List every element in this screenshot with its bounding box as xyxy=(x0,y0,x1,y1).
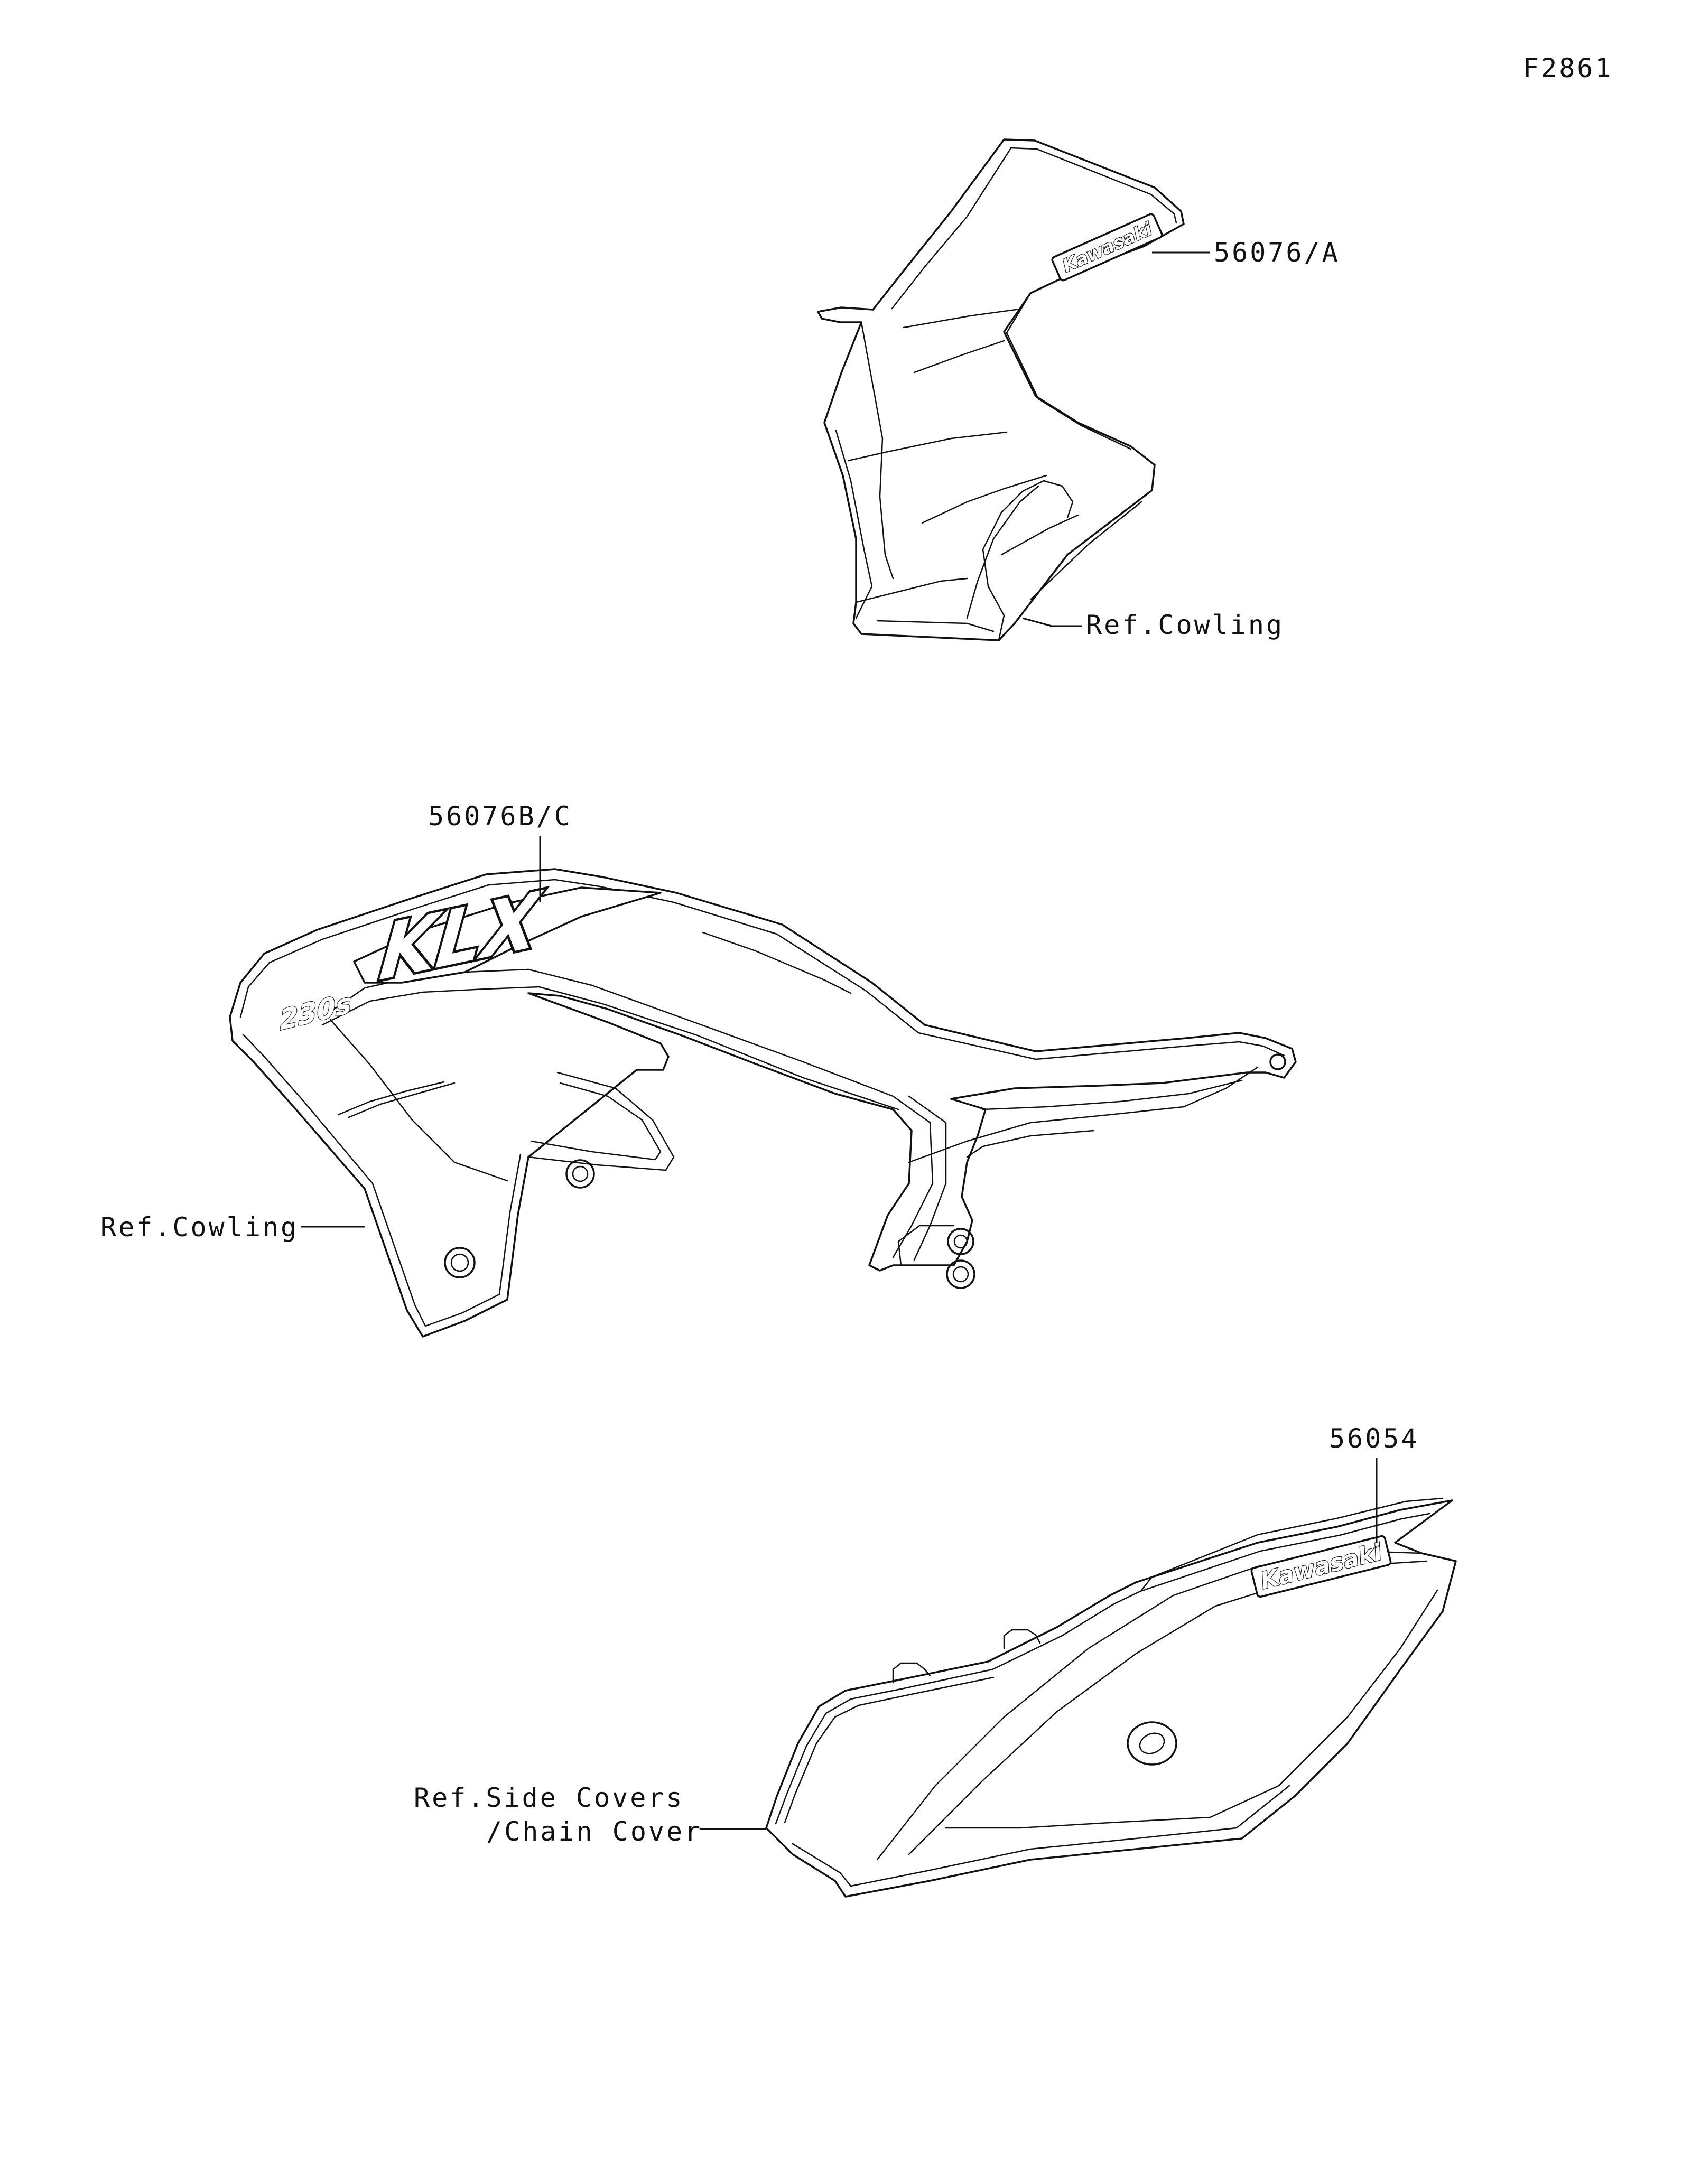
mounting-hole-1 xyxy=(565,1159,595,1189)
klx-decal: KLX 230s xyxy=(278,872,662,1038)
callout-56054: 56054 xyxy=(1329,1423,1419,1454)
kawasaki-logo-lower: Kawasaki xyxy=(1258,1538,1385,1594)
callout-56076a: 56076/A xyxy=(1214,237,1340,268)
side-cover-hole xyxy=(1127,1721,1177,1766)
mounting-hole-3 xyxy=(947,1228,974,1255)
callout-ref-side-covers-line1: Ref.Side Covers xyxy=(414,1782,684,1813)
callout-ref-cowling-middle: Ref.Cowling xyxy=(100,1212,299,1243)
mounting-hole-2 xyxy=(444,1247,476,1278)
upper-cowling-shroud xyxy=(817,138,1185,641)
mounting-hole-5 xyxy=(1269,1053,1286,1070)
klx-logo: KLX xyxy=(376,874,546,998)
callout-ref-cowling-upper: Ref.Cowling xyxy=(1086,610,1284,640)
callout-56076bc: 56076B/C xyxy=(428,801,572,832)
model-230s-logo: 230s xyxy=(279,987,352,1037)
kawasaki-decal-upper: Kawasaki xyxy=(1051,213,1163,282)
kawasaki-decal-lower: Kawasaki xyxy=(1250,1535,1392,1598)
leader-ref-cowling-upper xyxy=(1022,617,1082,627)
callout-ref-side-covers-line2: /Chain Cover xyxy=(486,1816,702,1847)
figure-code: F2861 xyxy=(1523,53,1613,83)
mounting-hole-4 xyxy=(946,1259,975,1289)
